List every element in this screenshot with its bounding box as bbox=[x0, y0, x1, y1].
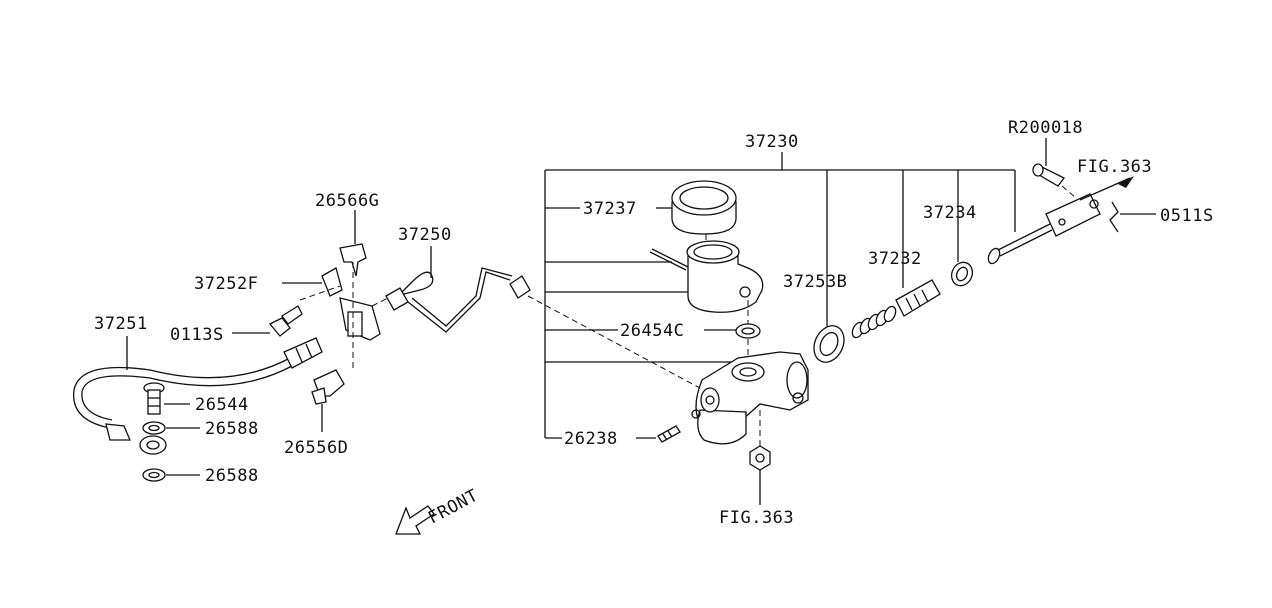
label-26454c: 26454C bbox=[620, 321, 684, 341]
label-26544: 26544 bbox=[195, 395, 249, 415]
label-26238: 26238 bbox=[564, 429, 618, 449]
label-0113s: 0113S bbox=[170, 325, 224, 345]
fig363-arrow bbox=[1118, 176, 1134, 188]
push-rod bbox=[987, 177, 1131, 265]
label-37232: 37232 bbox=[868, 249, 922, 269]
label-26556d: 26556D bbox=[284, 438, 348, 458]
master-cylinder-body bbox=[691, 351, 809, 445]
label-37234: 37234 bbox=[923, 203, 977, 223]
label-37251: 37251 bbox=[94, 314, 148, 334]
label-0511s: 0511S bbox=[1160, 206, 1214, 226]
label-37250: 37250 bbox=[398, 225, 452, 245]
reservoir-cap bbox=[671, 180, 737, 248]
clevis-pin bbox=[1032, 138, 1077, 199]
label-37252f: 37252F bbox=[194, 274, 258, 294]
hose-bracket bbox=[299, 210, 381, 370]
hose-connector bbox=[311, 369, 345, 432]
mounting-nut bbox=[749, 410, 771, 505]
label-fig363-top: FIG.363 bbox=[1077, 157, 1152, 177]
assembly-bracket-37230 bbox=[544, 152, 1016, 439]
reservoir-body bbox=[649, 240, 764, 325]
label-fig363-bottom: FIG.363 bbox=[719, 508, 794, 528]
label-37237: 37237 bbox=[583, 199, 637, 219]
bracket-bolt bbox=[268, 305, 303, 337]
label-r200018: R200018 bbox=[1008, 118, 1083, 138]
gasket bbox=[813, 325, 845, 363]
label-37253b: 37253B bbox=[783, 272, 847, 292]
label-26588-upper: 26588 bbox=[205, 419, 259, 439]
clutch-hose bbox=[73, 336, 323, 455]
leader-lines bbox=[164, 282, 322, 476]
label-26566g: 26566G bbox=[315, 191, 379, 211]
reservoir-seal bbox=[735, 323, 761, 358]
piston-spring bbox=[851, 279, 941, 339]
washer-upper bbox=[142, 421, 166, 435]
label-26588-lower: 26588 bbox=[205, 466, 259, 486]
front-arrow-icon bbox=[395, 505, 435, 535]
bleeder-screw bbox=[657, 425, 681, 443]
clutch-pipe bbox=[371, 246, 701, 389]
snap-ring bbox=[950, 261, 974, 287]
clip bbox=[1109, 201, 1156, 233]
union-bolt bbox=[143, 382, 165, 415]
label-37230: 37230 bbox=[745, 132, 799, 152]
washer-lower bbox=[142, 468, 166, 482]
label-front: FRONT bbox=[425, 486, 482, 529]
